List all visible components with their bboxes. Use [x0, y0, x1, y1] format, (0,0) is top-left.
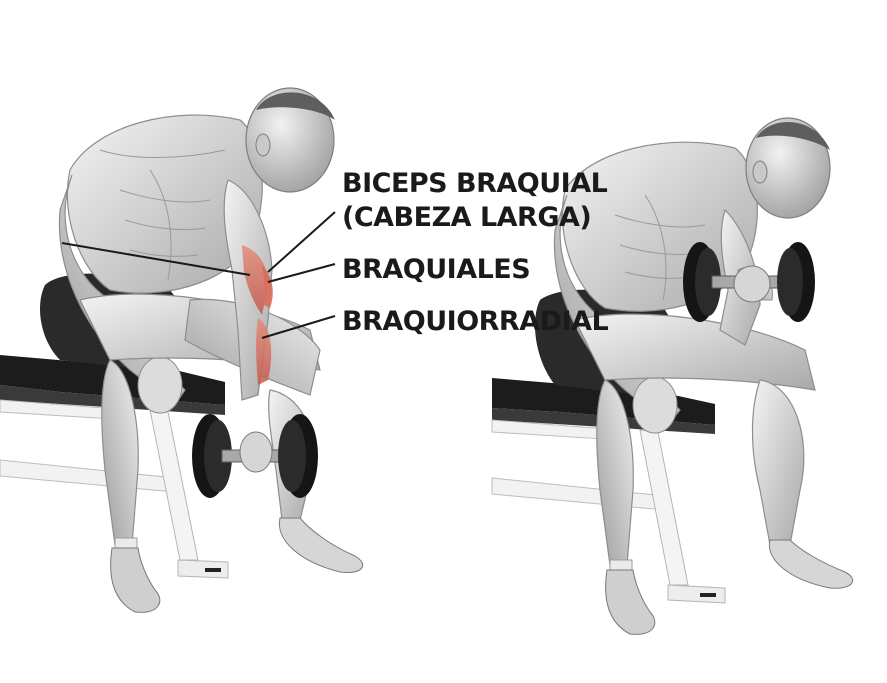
label-biceps-braquial: BICEPS BRAQUIAL	[342, 168, 608, 199]
label-braquiorradial: BRAQUIORRADIAL	[342, 306, 609, 337]
right-head	[745, 117, 831, 219]
left-figure	[0, 87, 364, 613]
left-hair	[256, 92, 335, 120]
braquiales-highlight	[262, 265, 273, 308]
label-braquiales: BRAQUIALES	[342, 254, 531, 285]
right-dumbbell	[683, 242, 815, 322]
right-hair	[756, 122, 830, 150]
pointer-line-biceps	[267, 211, 336, 273]
biceps-highlight	[242, 245, 268, 315]
pointer-line-braquiales	[267, 263, 336, 283]
pointer-line-braquiorradial	[261, 315, 336, 339]
left-dumbbell	[192, 414, 318, 498]
right-foot-front	[768, 539, 854, 589]
left-torso-detail	[99, 149, 226, 281]
braquiorradial-highlight	[256, 318, 272, 385]
label-cabeza-larga: (CABEZA LARGA)	[342, 202, 592, 233]
right-ear	[752, 160, 768, 184]
left-foot-back	[110, 547, 161, 613]
left-foot-front	[278, 517, 364, 574]
left-ear	[255, 133, 271, 157]
pointer-lines	[61, 211, 336, 339]
left-resting-hand	[137, 356, 183, 414]
right-resting-hand	[632, 376, 678, 434]
right-sock-back	[609, 559, 633, 571]
right-shin-front	[751, 379, 805, 546]
left-head	[245, 87, 335, 193]
pointer-line-biceps-left	[61, 242, 251, 276]
right-thigh-back	[574, 313, 816, 391]
right-foot-back	[605, 569, 656, 635]
left-sock-back	[114, 537, 138, 549]
right-figure	[491, 117, 854, 635]
